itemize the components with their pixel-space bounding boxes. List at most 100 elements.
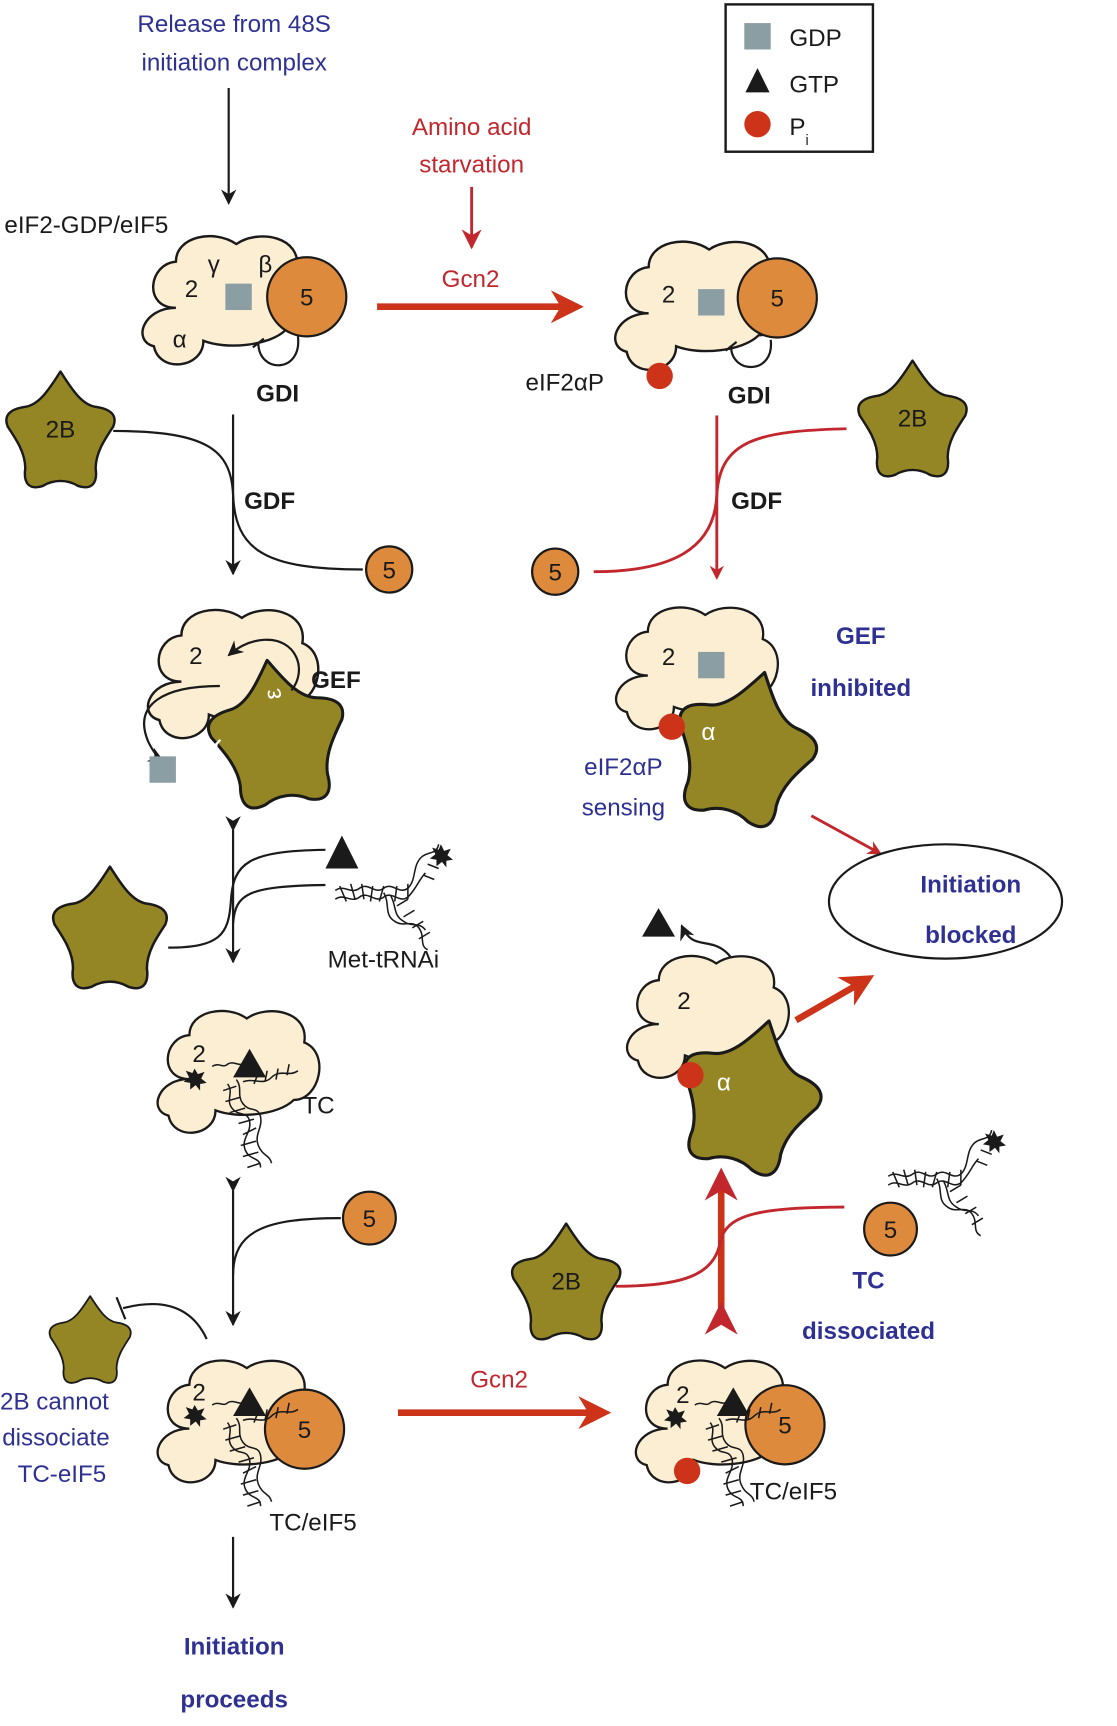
released-gtp-triangle [642, 908, 676, 937]
alpha-subunit: α [717, 1070, 731, 1097]
eif5-circle [263, 1388, 346, 1470]
gdi-label-right: GDI [728, 382, 771, 409]
initiation-proceeds-line1: Initiation [184, 1634, 285, 1661]
gamma-subunit: γ [208, 252, 220, 279]
eif2ap-gdp-eif5-complex: 2 5 [614, 240, 818, 390]
eif2-number: 2 [185, 276, 198, 303]
starvation-label-line1: Amino acid [412, 114, 532, 141]
cannot-label-line2: dissociate [2, 1425, 110, 1452]
gdp-square-icon [744, 23, 771, 50]
released-gdp-square [149, 756, 176, 783]
starvation-label-line2: starvation [419, 152, 524, 179]
gdp-square-icon [225, 283, 252, 311]
dissociated-eif5-circle [863, 1201, 919, 1257]
tc-eif5-label-right: TC/eIF5 [750, 1479, 837, 1506]
legend-gtp-label: GTP [789, 71, 839, 98]
gdf-label-right: GDF [731, 488, 782, 515]
eif2b-label: 2B [46, 417, 76, 444]
released-eif5-circle-right [531, 547, 580, 596]
eif2b-star-right: 2B [857, 359, 968, 478]
tc-eif5-complex: 2 5 [156, 1359, 346, 1507]
eif2-number: 2 [192, 1041, 205, 1068]
gtp-triangle-icon [233, 1048, 267, 1078]
gtp-triangle-icon [325, 835, 359, 869]
tc-complex: 2 [156, 1009, 321, 1169]
inhibition-bar [252, 337, 265, 349]
block-arrow-lower [794, 975, 875, 1024]
eif2-number: 2 [662, 281, 675, 308]
eif5-circle [736, 257, 818, 339]
gdp-square-icon [698, 651, 725, 679]
epsilon-subunit: ε [259, 686, 288, 702]
gdf-label: GDF [244, 488, 295, 515]
legend-pi-label: Pi [789, 114, 808, 149]
block-arrow-upper [810, 814, 883, 855]
gdf-exchange-curve-right [593, 427, 847, 574]
tc-dissociation-curve [615, 1205, 845, 1288]
gdi-inhibition-arc [257, 336, 300, 367]
phosphate-circle [646, 362, 673, 390]
initiation-blocked-ellipse [827, 843, 1064, 960]
legend: GDP GTP Pi [724, 3, 875, 153]
released-eif5-number: 5 [382, 557, 395, 584]
initiation-blocked-line1: Initiation [920, 872, 1021, 899]
gtp-triangle-icon [233, 1387, 267, 1416]
gdp-release-arrow-in [227, 638, 301, 692]
inhibition-bar [115, 1296, 127, 1320]
sensing-label-line2: sensing [582, 795, 665, 822]
initiation-blocked-line2: blocked [925, 922, 1016, 949]
alpha-subunit: α [701, 719, 715, 746]
tc-dissociated-line1: TC [852, 1267, 884, 1294]
inhibition-bar [724, 341, 738, 352]
gcn2-top-label: Gcn2 [442, 266, 500, 293]
cannot-label-line3: TC-eIF5 [18, 1461, 107, 1488]
phosphate-circle [673, 1457, 701, 1485]
released-eif5-circle [365, 545, 414, 594]
eif2-number: 2 [192, 1380, 205, 1407]
epsilon-subunit: ε [789, 701, 800, 728]
released-eif5-number-right: 5 [548, 559, 561, 586]
eif5-circle [744, 1384, 826, 1466]
complex1-label: eIF2-GDP/eIF5 [4, 212, 168, 239]
eif5-binding-curve [231, 1216, 341, 1276]
joining-eif5-number: 5 [363, 1206, 376, 1233]
beta-subunit: β [258, 252, 272, 279]
gdf-exchange-curve [113, 429, 363, 571]
joining-eif5-circle [341, 1190, 397, 1246]
tc-dissociated-line2: dissociated [802, 1318, 935, 1345]
pi-circle-icon [744, 111, 771, 138]
initiation-proceeds-line2: proceeds [180, 1686, 287, 1713]
cannot-label-line1: 2B cannot [0, 1388, 109, 1415]
phosphate-circle [658, 713, 685, 740]
eif5-circle [266, 256, 348, 338]
release-label-line2: initiation complex [141, 49, 326, 76]
eif2-number: 2 [676, 1382, 689, 1409]
gtp-triangle-icon [745, 68, 770, 93]
eif2b-blocked-star [48, 1295, 132, 1384]
eif5-number: 5 [771, 286, 784, 313]
tc-eif5-label: TC/eIF5 [269, 1509, 356, 1536]
eif2b-star-lower: 2B [510, 1222, 622, 1341]
gef-inhibited-complex: 2 α ε [614, 606, 835, 838]
eif2-eif2b-nonproductive-complex: 2 α [625, 954, 839, 1187]
gef-inhibited-line1: GEF [836, 623, 886, 650]
gdi-label: GDI [256, 380, 299, 407]
eif2b-free-star [51, 865, 169, 990]
eif2b-label: 2B [898, 406, 928, 433]
tc-eif5-phospho-complex: 2 5 [634, 1359, 826, 1507]
eif2b-label: 2B [551, 1269, 581, 1296]
alpha-subunit: α [173, 326, 187, 353]
gef-label: GEF [311, 667, 361, 694]
methionine-star-icon [183, 1404, 207, 1427]
dissociated-eif5-number: 5 [884, 1217, 897, 1244]
trna-binding-curve [231, 883, 326, 924]
eif2-number: 2 [677, 988, 690, 1015]
inhibition-arc [122, 1303, 208, 1340]
gdi-inhibition-arc [730, 339, 772, 369]
gef-inhibited-line2: inhibited [810, 675, 911, 702]
eif2-number: 2 [662, 644, 675, 671]
methionine-star-icon [664, 1407, 688, 1430]
methionine-star-icon [183, 1068, 207, 1091]
eif5-number: 5 [778, 1413, 791, 1440]
eif2-number: 2 [189, 643, 202, 670]
